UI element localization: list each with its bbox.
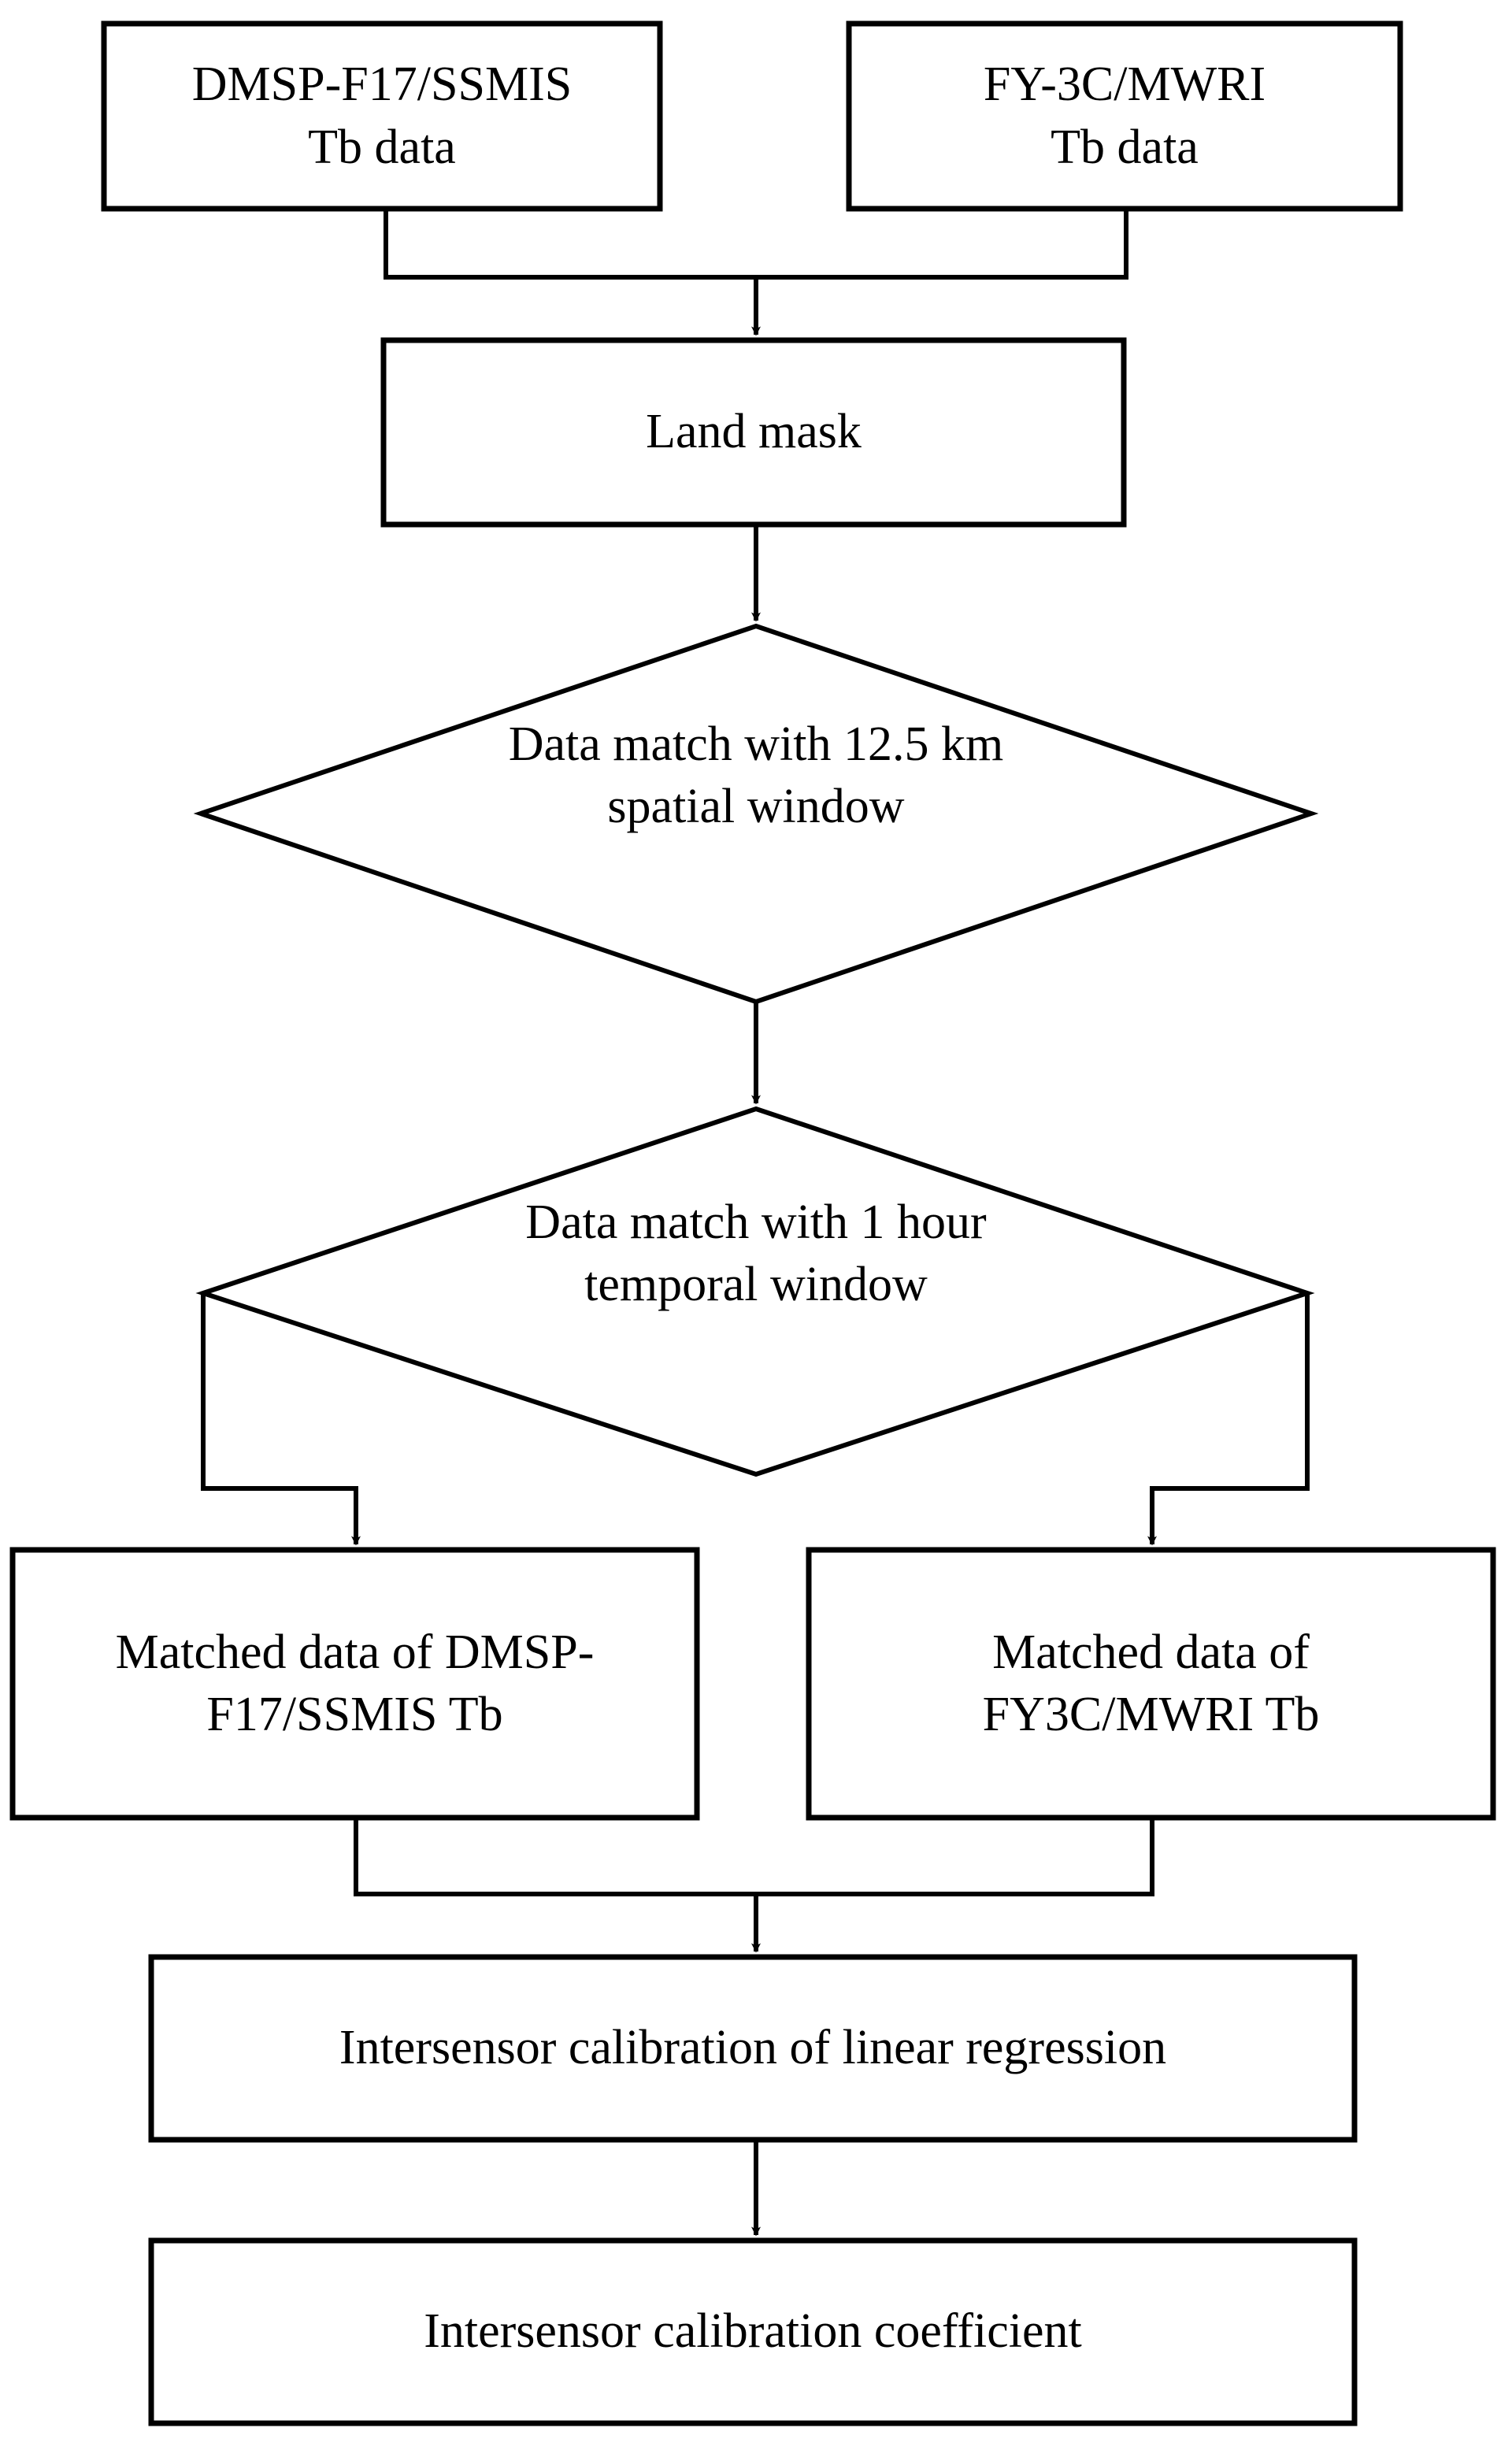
node-fy3c-source-shape (846, 20, 1403, 212)
edge-fy3c-to-land-mask (756, 209, 1128, 280)
edge-temporal-match-to-matched-dmsp (201, 1293, 361, 1546)
node-dmsp-source-shape (101, 20, 663, 212)
node-spatial-match-shape (193, 623, 1319, 1005)
node-land-mask-shape (380, 337, 1127, 528)
node-matched-dmsp-shape (9, 1547, 700, 1821)
node-matched-fy3c-shape (806, 1547, 1496, 1821)
edge-dmsp-to-land-mask (384, 209, 756, 280)
edge-matched-fy3c-to-linear-regression (756, 1818, 1154, 1896)
node-temporal-match-shape (195, 1106, 1315, 1477)
edge-temporal-match-to-matched-fy3c (1147, 1293, 1310, 1546)
edge-matched-dmsp-to-linear-regression (354, 1818, 756, 1896)
node-linear-regression-shape (148, 1954, 1358, 2143)
node-calibration-coefficient-shape (148, 2237, 1358, 2426)
